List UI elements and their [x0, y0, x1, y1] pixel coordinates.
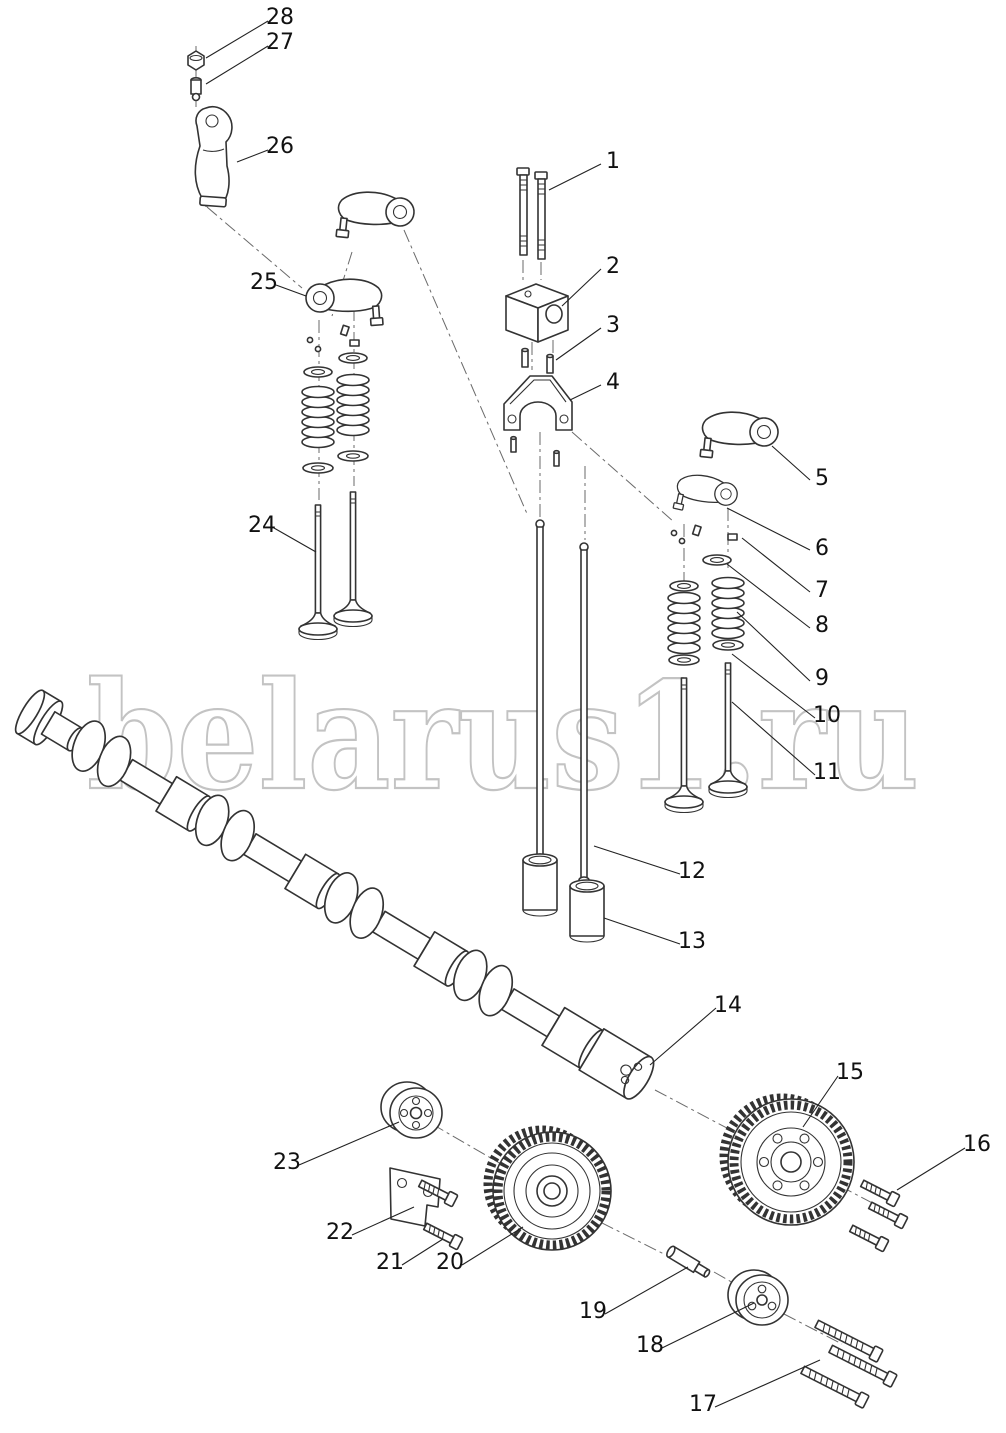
callout-label-26: 26: [266, 134, 294, 159]
rocker-arm-left-part: [304, 276, 385, 331]
gear-bolt-3: [847, 1221, 890, 1253]
callout-label-4: 4: [606, 370, 620, 395]
callout-labels: 1 2 3 4 5 6 7 8 9 10 11 12 13 14 15 16 1…: [248, 5, 991, 1417]
camshaft-part: [14, 689, 655, 1100]
flange-bolt-3: [798, 1362, 870, 1410]
dowel-pin-rear-part: [666, 1245, 711, 1278]
valve-keepers-left-part: [306, 324, 360, 353]
thrust-plate-part: [389, 1167, 441, 1227]
valve-spring-right-2: [711, 576, 745, 640]
valve-lever-part: [672, 469, 741, 522]
spring-washer-left-2: [337, 450, 369, 462]
front-flange-part: [380, 1081, 443, 1139]
valve-keepers-right-part: [670, 524, 738, 545]
callout-label-19: 19: [579, 1299, 607, 1324]
stud-bolts-part: [516, 167, 548, 260]
spring-cap-right-1: [669, 580, 699, 592]
spring-washer-right-1: [668, 654, 700, 666]
callout-label-6: 6: [815, 536, 829, 561]
spring-cap-left-1: [303, 366, 333, 378]
idler-gear-part: [483, 1125, 612, 1251]
callout-label-10: 10: [813, 703, 841, 728]
callout-label-27: 27: [266, 30, 294, 55]
gear-bolt-1: [858, 1176, 901, 1208]
callout-label-14: 14: [714, 993, 742, 1018]
valve-left-1: [298, 504, 338, 641]
callout-label-22: 22: [326, 1220, 354, 1245]
rear-flange-part: [727, 1269, 789, 1326]
callout-label-24: 24: [248, 513, 276, 538]
callout-leader-lines: [205, 20, 966, 1408]
valve-spring-right-1: [667, 591, 701, 655]
callout-label-16: 16: [963, 1132, 991, 1157]
valve-left-2: [333, 491, 373, 628]
dowel-pins-part: [521, 347, 554, 374]
callout-label-13: 13: [678, 929, 706, 954]
callout-label-9: 9: [815, 666, 829, 691]
lock-nut-part: [187, 50, 205, 71]
callout-label-21: 21: [376, 1250, 404, 1275]
callout-label-3: 3: [606, 313, 620, 338]
spring-cap-left-2: [338, 352, 368, 364]
camshaft-gear-part: [719, 1093, 855, 1226]
spring-washer-right-2: [712, 639, 744, 651]
bracket-part: [503, 375, 573, 467]
valve-spring-left-2: [336, 373, 370, 437]
callout-label-18: 18: [636, 1333, 664, 1358]
rocker-arm-upper-part: [334, 188, 417, 246]
valve-spring-left-1: [301, 385, 335, 449]
callout-label-15: 15: [836, 1060, 864, 1085]
callout-label-12: 12: [678, 859, 706, 884]
spring-cap-right-labeled: [702, 554, 732, 566]
callout-label-20: 20: [436, 1250, 464, 1275]
rocker-stand-part: [194, 105, 233, 208]
spring-washer-left-1: [302, 462, 334, 474]
tappets-part: [522, 853, 605, 943]
callout-label-2: 2: [606, 254, 620, 279]
callout-label-28: 28: [266, 5, 294, 30]
callout-label-23: 23: [273, 1150, 301, 1175]
callout-label-7: 7: [815, 578, 829, 603]
callout-label-17: 17: [689, 1392, 717, 1417]
plate-bolt-2: [421, 1219, 464, 1251]
adjusting-screw-part: [190, 77, 202, 102]
callout-label-25: 25: [250, 270, 278, 295]
callout-label-5: 5: [815, 466, 829, 491]
watermark-text: belarus1.ru: [87, 649, 919, 823]
rocker-shaft-bracket-part: [505, 283, 569, 343]
callout-label-1: 1: [606, 149, 620, 174]
callout-label-8: 8: [815, 613, 829, 638]
callout-label-11: 11: [813, 760, 841, 785]
rocker-arm-right-part: [698, 408, 781, 466]
